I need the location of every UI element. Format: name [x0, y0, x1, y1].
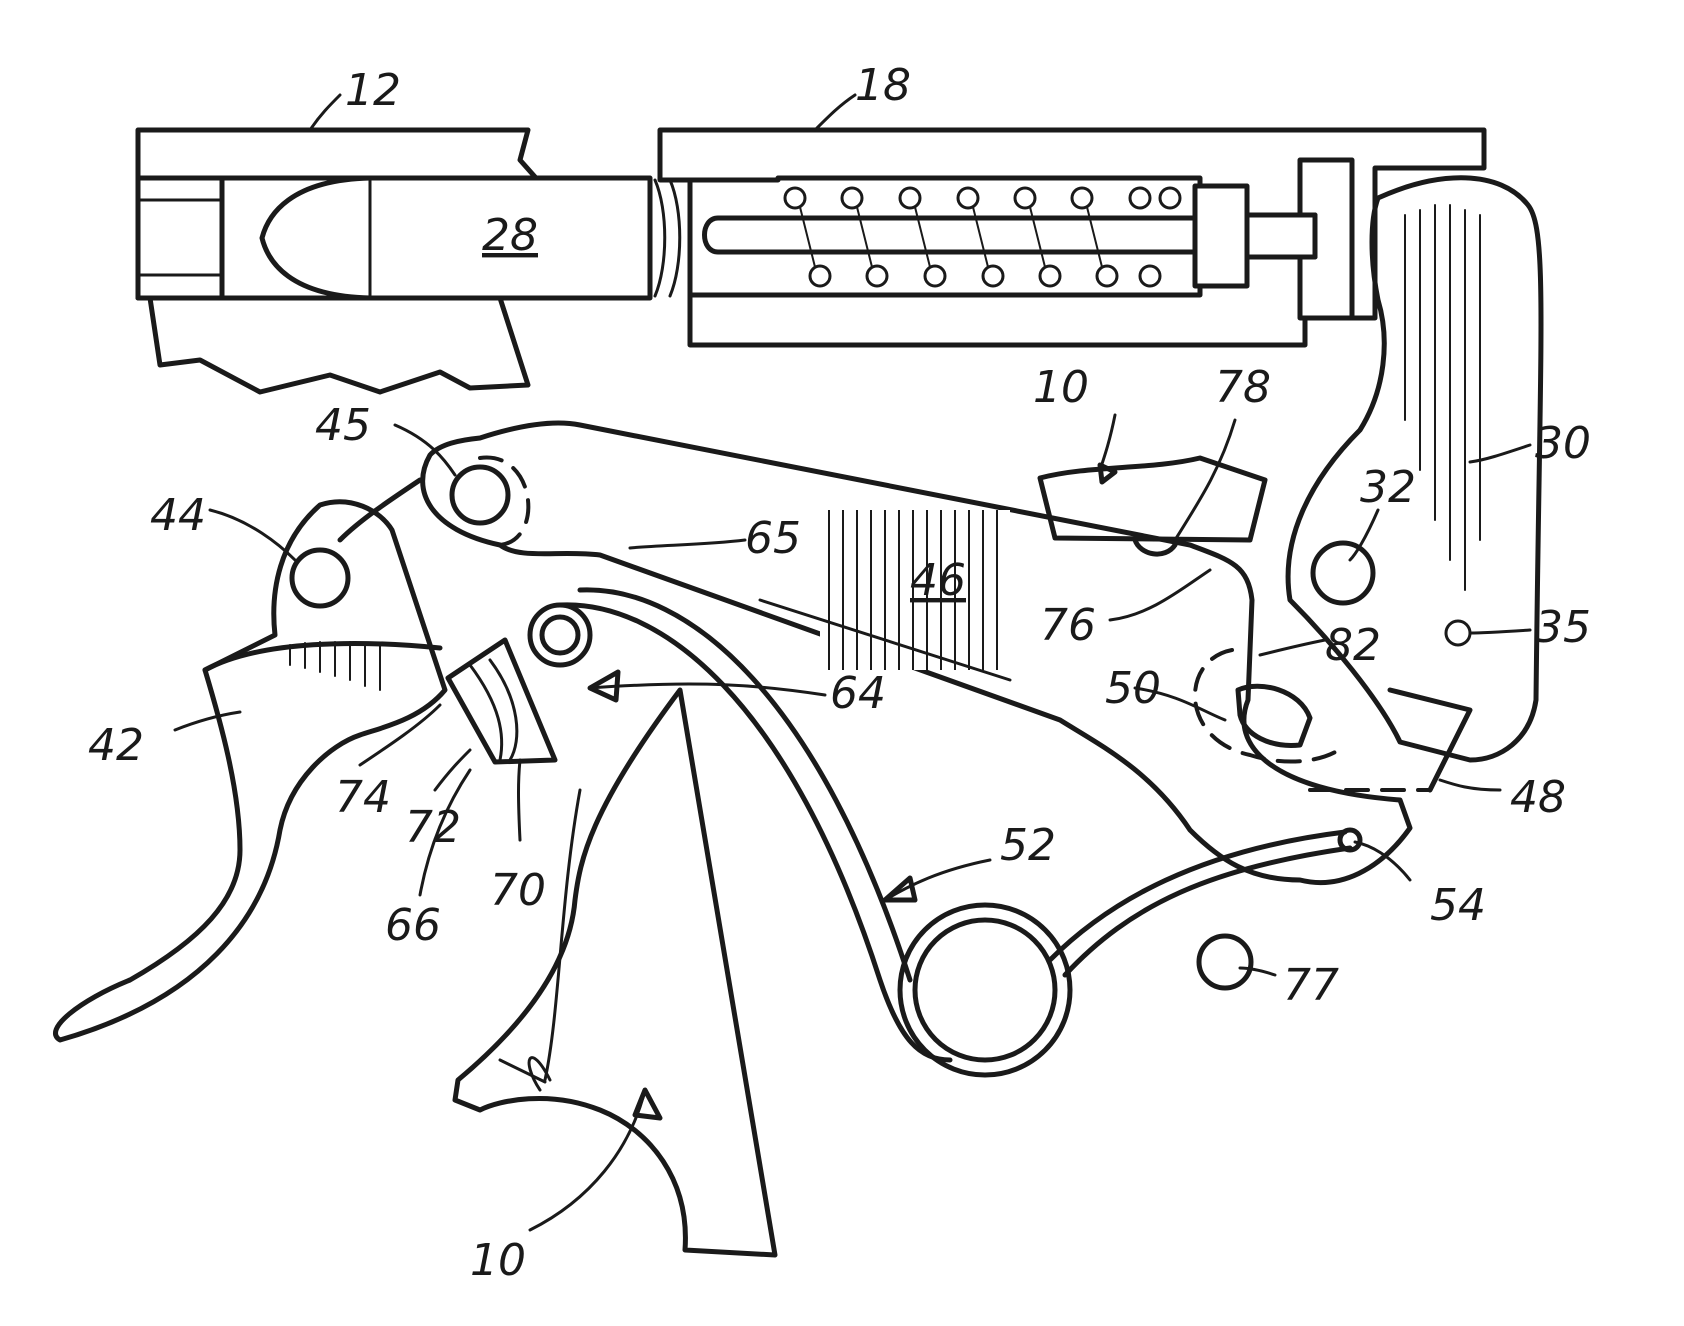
reference-labels: 12 18 28 10 78 30 45 32 44 65 46 35 76 8…	[88, 60, 1591, 1286]
trigger-shading	[289, 641, 381, 691]
label-65: 65	[745, 513, 801, 564]
label-44: 44	[150, 490, 206, 541]
frame-fragment-10-upper	[1037, 455, 1268, 557]
trigger-42	[53, 477, 448, 1043]
label-48: 48	[1510, 772, 1566, 823]
leader-lines	[173, 93, 1532, 1232]
label-32: 32	[1360, 462, 1416, 513]
label-46: 46	[910, 555, 966, 606]
label-77: 77	[1283, 960, 1339, 1011]
label-76: 76	[1040, 600, 1096, 651]
pin-77	[1196, 933, 1254, 991]
label-52: 52	[1000, 820, 1056, 871]
label-18: 18	[855, 60, 911, 111]
hammer-shading	[1404, 204, 1481, 591]
label-64: 64	[830, 668, 886, 719]
label-72: 72	[405, 802, 461, 853]
cartridge-28	[219, 175, 682, 301]
barrel-section-12	[135, 127, 539, 395]
label-78: 78	[1215, 362, 1271, 413]
label-35: 35	[1535, 602, 1591, 653]
label-12: 12	[345, 65, 401, 116]
spring-52	[557, 587, 1363, 1078]
hammer-30	[1285, 175, 1544, 763]
label-74: 74	[335, 772, 391, 823]
label-45: 45	[315, 400, 371, 451]
sear-shading	[820, 510, 1010, 670]
label-28: 28	[482, 210, 538, 261]
label-70: 70	[490, 865, 546, 916]
label-54: 54	[1430, 880, 1486, 931]
label-10-upper: 10	[1033, 362, 1089, 413]
frame-fragment-10-lower	[452, 687, 778, 1258]
label-50: 50	[1105, 663, 1161, 714]
label-82: 82	[1325, 620, 1381, 671]
label-42: 42	[88, 720, 144, 771]
spring-coils	[783, 186, 1182, 288]
bolt-section-18	[657, 127, 1487, 348]
sear-46	[420, 420, 1473, 886]
label-66: 66	[385, 900, 441, 951]
label-30: 30	[1535, 418, 1591, 469]
disconnector-66	[445, 602, 593, 765]
label-10-lower: 10	[470, 1235, 526, 1286]
